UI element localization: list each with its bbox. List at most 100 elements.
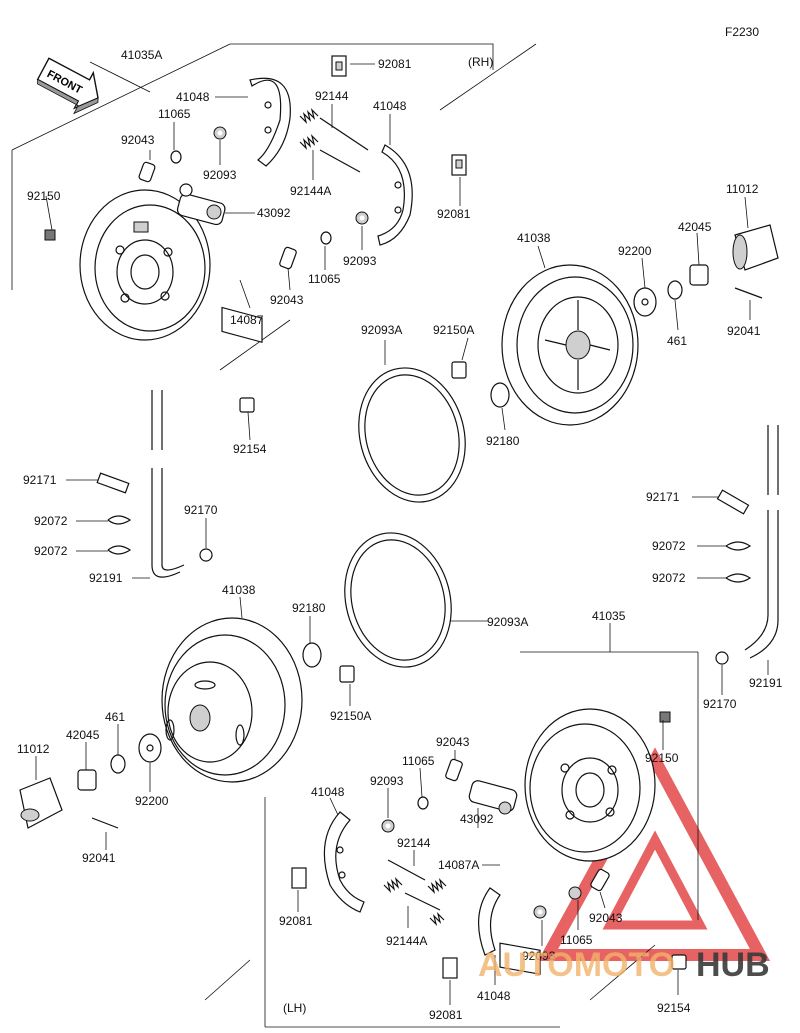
- part-label: 43092: [257, 206, 291, 220]
- part-label: 92170: [184, 503, 218, 517]
- part-label: 11012: [726, 182, 759, 196]
- left-clamp-92170: [199, 548, 213, 562]
- left-brake-hose: [151, 390, 185, 578]
- lh-clip-lower: [442, 957, 458, 979]
- part-label: 92144: [397, 836, 431, 850]
- part-label: 92072: [34, 514, 68, 528]
- part-label: 92093A: [361, 323, 402, 337]
- part-label: 41048: [373, 99, 407, 113]
- part-label: 11065: [560, 933, 593, 947]
- rh-washer-92093-lower: [355, 211, 369, 225]
- part-label: 92191: [89, 571, 123, 585]
- part-label: 92043: [589, 911, 623, 925]
- part-label: 92081: [279, 914, 313, 928]
- part-label: 92093: [522, 949, 556, 963]
- part-label: 461: [667, 334, 687, 348]
- lh-clip-upper: [291, 867, 307, 889]
- lower-brake-drum: [161, 617, 303, 783]
- right-clamp-92072-b: [725, 573, 752, 583]
- part-label: 11065: [402, 754, 435, 768]
- part-label: 92072: [652, 539, 686, 553]
- part-label: 92081: [378, 57, 412, 71]
- rh-pin-92043-upper: [138, 161, 156, 183]
- figure-code: F2230: [725, 25, 759, 39]
- rh-clip-lower: [451, 154, 467, 176]
- rh-wheel-cylinder: [176, 183, 226, 226]
- part-label: 41035A: [121, 48, 162, 62]
- part-label: 92150A: [330, 709, 371, 723]
- part-label: 92154: [233, 442, 267, 456]
- right-clamp-92072-a: [725, 541, 752, 551]
- part-label: 461: [105, 710, 125, 724]
- lh-frame: [204, 651, 699, 1028]
- watermark-text: AUTOMOTO HUB: [478, 946, 770, 984]
- right-hose-tag-92171: [716, 489, 750, 515]
- part-label: 92171: [646, 490, 680, 504]
- part-label: 92093: [343, 254, 377, 268]
- part-label: 92150: [645, 751, 679, 765]
- lh-brake-shoe-upper: [323, 811, 365, 913]
- rh-washer-92093: [213, 126, 227, 140]
- part-label: 11065: [308, 272, 341, 286]
- part-label: 92144A: [386, 934, 427, 948]
- lh-washer-11065-upper: [417, 796, 429, 810]
- lower-washer-92200: [138, 733, 162, 763]
- rh-bolt-92150: [44, 229, 56, 241]
- lh-pin-92043-lower: [590, 868, 610, 892]
- part-label: 92150A: [433, 323, 474, 337]
- lh-washer-11065-lower: [568, 886, 582, 900]
- rh-washer-11065-lower: [320, 231, 332, 245]
- rh-spring-92144A: [299, 134, 361, 173]
- rh-brake-shoe-lower: [377, 144, 413, 246]
- left-clamp-92072-b: [107, 545, 132, 555]
- part-label: 92093: [203, 168, 237, 182]
- part-label: 92043: [270, 293, 304, 307]
- part-label: 92171: [23, 473, 57, 487]
- part-labels: 41035A 92081 41048 92144 11065 41048 920…: [17, 48, 783, 1022]
- part-label: 92043: [121, 133, 155, 147]
- lh-spring-92144: [387, 859, 447, 894]
- upper-oring-92180: [490, 382, 510, 408]
- part-label: 92041: [727, 324, 761, 338]
- lh-label: (LH): [283, 1001, 306, 1015]
- lower-nut-42045: [77, 769, 97, 791]
- upper-brake-drum: [501, 264, 639, 426]
- left-clamp-92072-a: [107, 515, 132, 525]
- part-label: 92200: [135, 794, 169, 808]
- lower-bolt-92150A: [339, 665, 355, 683]
- watermark-text-a: AUTOMOTO: [478, 946, 675, 984]
- part-label: 42045: [66, 728, 100, 742]
- part-label: 92180: [292, 601, 326, 615]
- rh-label: (RH): [468, 55, 493, 69]
- rh-clip-upper: [331, 55, 347, 77]
- rh-spring-92144: [299, 108, 369, 151]
- lh-bolt-92150: [659, 711, 671, 723]
- upper-bolt-92150A: [451, 361, 467, 379]
- lh-brake-shoe-lower: [477, 887, 501, 956]
- part-label: 92144A: [290, 184, 331, 198]
- upper-seal-ring: [358, 367, 466, 503]
- rh-backing-plate: [79, 189, 211, 341]
- left-hose-tag-92171: [96, 472, 130, 494]
- rh-plate-14087: [221, 306, 263, 343]
- part-label: 92093A: [487, 615, 528, 629]
- part-label: 41035: [592, 609, 626, 623]
- rh-washer-11065: [170, 150, 182, 164]
- lh-wheel-cylinder: [468, 780, 518, 815]
- lower-seal-ring: [344, 532, 452, 668]
- upper-washer-461: [667, 280, 683, 300]
- part-label: 41048: [477, 989, 511, 1003]
- part-label: 11065: [158, 107, 191, 121]
- part-label: 92093: [370, 774, 404, 788]
- lower-hub-cap-11012: [19, 777, 63, 829]
- part-label: 92072: [34, 544, 68, 558]
- lh-backing-plate: [524, 708, 656, 862]
- part-label: 92150: [27, 189, 61, 203]
- part-label: 92081: [437, 207, 471, 221]
- upper-washer-92200: [633, 287, 657, 317]
- front-arrow-icon: FRONT: [36, 57, 99, 115]
- leader-lines: [35, 61, 769, 1005]
- rh-bleeder-92154: [239, 397, 255, 413]
